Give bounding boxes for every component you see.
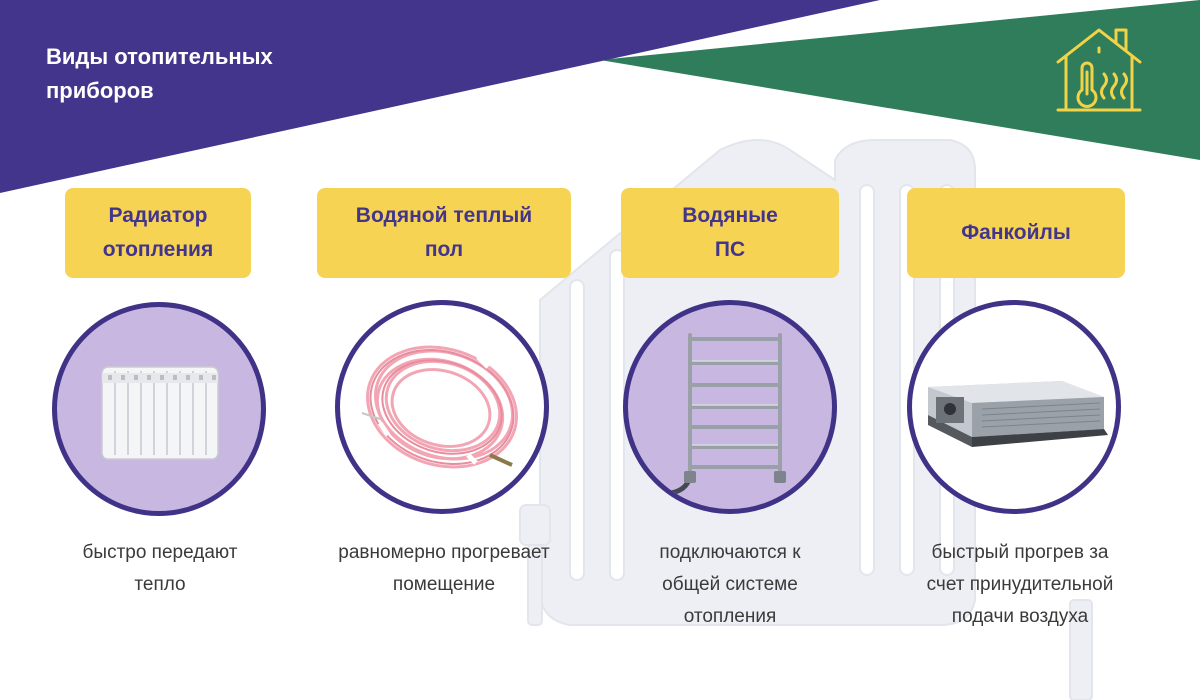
card-3-description-line-1: подключаются к (659, 542, 801, 563)
card-3-label-line-2: ПС (714, 238, 746, 261)
house-thermometer-heat-icon (1056, 28, 1142, 112)
pink-heating-pipe-coil-image (361, 345, 518, 469)
green-corner-shape (600, 0, 1200, 160)
card-2-description: равномерно прогревает помещение (300, 537, 588, 601)
card-4-label: Фанкойлы (907, 188, 1125, 278)
card-2-description-line-2: помещение (392, 574, 496, 595)
slide-title: Виды отопительных приборов (46, 44, 273, 103)
card-3-description-line-2: общей системе (662, 574, 798, 595)
card-4-label-line-1: Фанкойлы (961, 221, 1071, 244)
card-2-label-line-1: Водяной теплый (355, 204, 533, 227)
card-1-label: Радиатор отопления (65, 188, 251, 278)
card-1-label-line-2: отопления (102, 238, 214, 261)
card-4-description: быстрый прогрев за счет принудительной п… (880, 537, 1160, 633)
card-3-label-line-1: Водяные (682, 204, 778, 227)
card-2-label-line-2: пол (424, 238, 464, 261)
card-2-image-circle (335, 300, 549, 514)
card-3-description-line-3: отопления (683, 606, 777, 627)
card-1-description: быстро передают тепло (30, 537, 290, 601)
card-1-image-circle (52, 302, 266, 516)
purple-header-shape (0, 0, 880, 193)
card-4-description-line-3: подачи воздуха (951, 606, 1089, 627)
towel-rail-image (669, 333, 786, 496)
card-3-description: подключаются к общей системе отопления (610, 537, 850, 633)
card-2-description-line-1: равномерно прогревает (338, 542, 550, 563)
radiator-image (101, 366, 219, 460)
card-4-description-line-1: быстрый прогрев за (931, 542, 1109, 563)
card-2-label: Водяной теплый пол (317, 188, 571, 278)
card-1-label-line-1: Радиатор (108, 204, 208, 227)
card-3-image-circle (623, 300, 837, 514)
card-1-description-line-1: быстро передают (82, 542, 238, 563)
card-4-image-circle (907, 300, 1121, 514)
card-4-description-line-2: счет принудительной (926, 574, 1114, 595)
fan-coil-unit-image (928, 381, 1108, 447)
card-1-description-line-2: тепло (134, 574, 186, 595)
card-3-label: Водяные ПС (621, 188, 839, 278)
